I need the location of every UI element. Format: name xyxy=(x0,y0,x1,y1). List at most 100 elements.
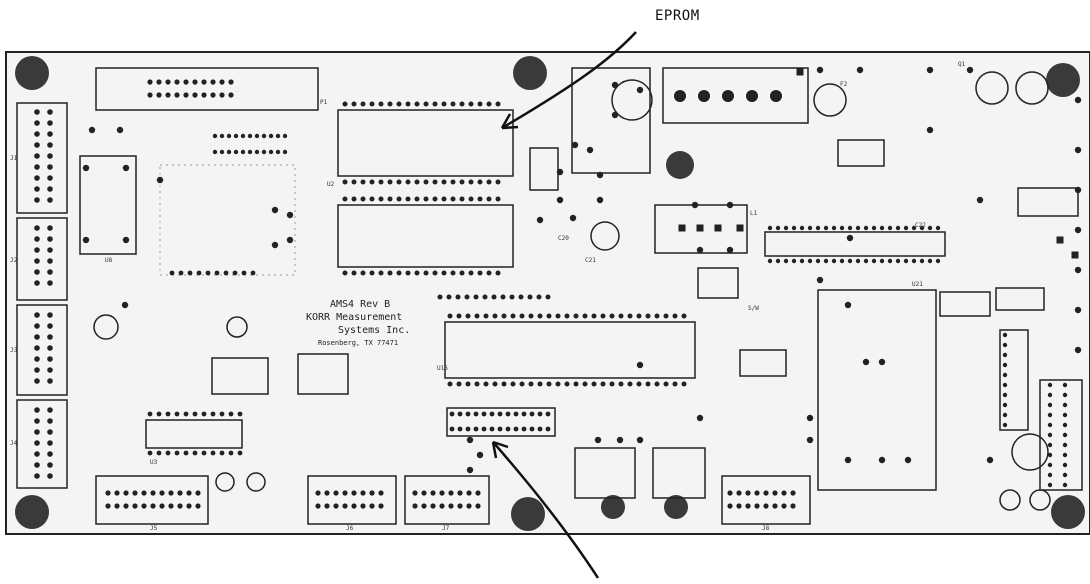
solder-pad xyxy=(556,168,564,176)
ic-pin xyxy=(247,133,253,139)
refdes-label: P1 xyxy=(320,99,328,106)
ic-pin xyxy=(169,270,175,276)
ic-pin xyxy=(529,411,535,417)
ic-pin xyxy=(573,313,579,319)
ic-pin xyxy=(807,258,813,264)
ic-pin xyxy=(468,101,474,107)
ic-pin xyxy=(1002,422,1008,428)
ic-pin xyxy=(360,270,366,276)
ic-pin xyxy=(474,313,480,319)
solder-pad xyxy=(878,456,886,464)
connector-pin xyxy=(34,429,40,435)
ic-pin xyxy=(447,381,453,387)
refdes-label: S/W xyxy=(748,305,759,312)
ic-pin xyxy=(1047,482,1053,488)
ic-pin xyxy=(473,411,479,417)
ic-pin xyxy=(192,411,198,417)
ic-pin xyxy=(887,258,893,264)
connector-pin xyxy=(141,503,147,509)
ic-pin xyxy=(240,149,246,155)
ic-pin xyxy=(591,381,597,387)
silkscreen-line-2: KORR Measurement xyxy=(306,312,402,323)
refdes-label: J6 xyxy=(346,525,354,532)
connector-pin xyxy=(34,247,40,253)
ic-pin xyxy=(477,179,483,185)
connector-pin xyxy=(47,225,53,231)
solder-pad xyxy=(121,301,129,309)
ic-pin xyxy=(528,313,534,319)
ic-pin xyxy=(489,411,495,417)
ic-small xyxy=(1017,187,1079,217)
ic-pin xyxy=(509,294,515,300)
solder-pad xyxy=(696,246,704,254)
solder-pad xyxy=(476,451,484,459)
refdes-label: C21 xyxy=(585,257,596,264)
terminal-pin xyxy=(674,90,686,102)
ic-pin xyxy=(600,381,606,387)
ic-pin xyxy=(681,381,687,387)
ic-pin xyxy=(537,381,543,387)
square-pad xyxy=(1056,236,1064,244)
connector-pin xyxy=(475,490,481,496)
connector-pin xyxy=(378,503,384,509)
ic-pin xyxy=(387,101,393,107)
ic-pin xyxy=(351,196,357,202)
ic-pin xyxy=(1047,472,1053,478)
ic-pin xyxy=(459,196,465,202)
left-connector-pins xyxy=(34,109,53,479)
connector-pin xyxy=(34,164,40,170)
ic-pin xyxy=(545,294,551,300)
solder-pad xyxy=(816,276,824,284)
connector-pin xyxy=(378,490,384,496)
connector-pin xyxy=(34,451,40,457)
solder-pad xyxy=(862,358,870,366)
ic-pin xyxy=(1062,392,1068,398)
ic-pin xyxy=(254,133,260,139)
ic-pin xyxy=(482,294,488,300)
solder-pad xyxy=(844,456,852,464)
connector-pin xyxy=(47,345,53,351)
ic-pin xyxy=(1062,452,1068,458)
ic-pin xyxy=(441,101,447,107)
ic-small xyxy=(145,419,243,449)
connector-pin xyxy=(754,490,760,496)
ic-pin xyxy=(510,313,516,319)
ic-pin xyxy=(432,101,438,107)
ic-pin xyxy=(1047,382,1053,388)
ic-pin xyxy=(497,411,503,417)
ic-pin xyxy=(527,294,533,300)
ic-pin xyxy=(360,101,366,107)
ic-pin xyxy=(545,426,551,432)
ic-pin xyxy=(1002,332,1008,338)
eprom-arrow xyxy=(500,31,637,130)
bottom-arrow xyxy=(491,440,600,579)
connector-pin xyxy=(47,323,53,329)
ic-pin xyxy=(775,225,781,231)
ic-long-right xyxy=(764,231,946,257)
connector-pin xyxy=(47,378,53,384)
ic-pin xyxy=(459,270,465,276)
ic-pin xyxy=(178,270,184,276)
connector-pin xyxy=(439,503,445,509)
terminal-pin xyxy=(770,90,782,102)
ic-pin xyxy=(823,225,829,231)
connector-pin xyxy=(34,356,40,362)
board-outline xyxy=(5,51,1090,535)
ic-pin xyxy=(935,258,941,264)
ic-pin xyxy=(223,270,229,276)
ic-pin xyxy=(378,270,384,276)
connector-pin xyxy=(369,503,375,509)
ic-pin xyxy=(464,294,470,300)
ic-pin xyxy=(387,270,393,276)
ic-pin xyxy=(360,179,366,185)
refdes-label: J7 xyxy=(442,525,450,532)
ic-pin xyxy=(627,313,633,319)
connector-pin xyxy=(34,367,40,373)
ic-pin xyxy=(783,258,789,264)
solder-pad xyxy=(726,246,734,254)
connector-pin xyxy=(47,109,53,115)
ic-pin xyxy=(887,225,893,231)
ic-pin xyxy=(219,149,225,155)
solder-pad xyxy=(878,358,886,366)
